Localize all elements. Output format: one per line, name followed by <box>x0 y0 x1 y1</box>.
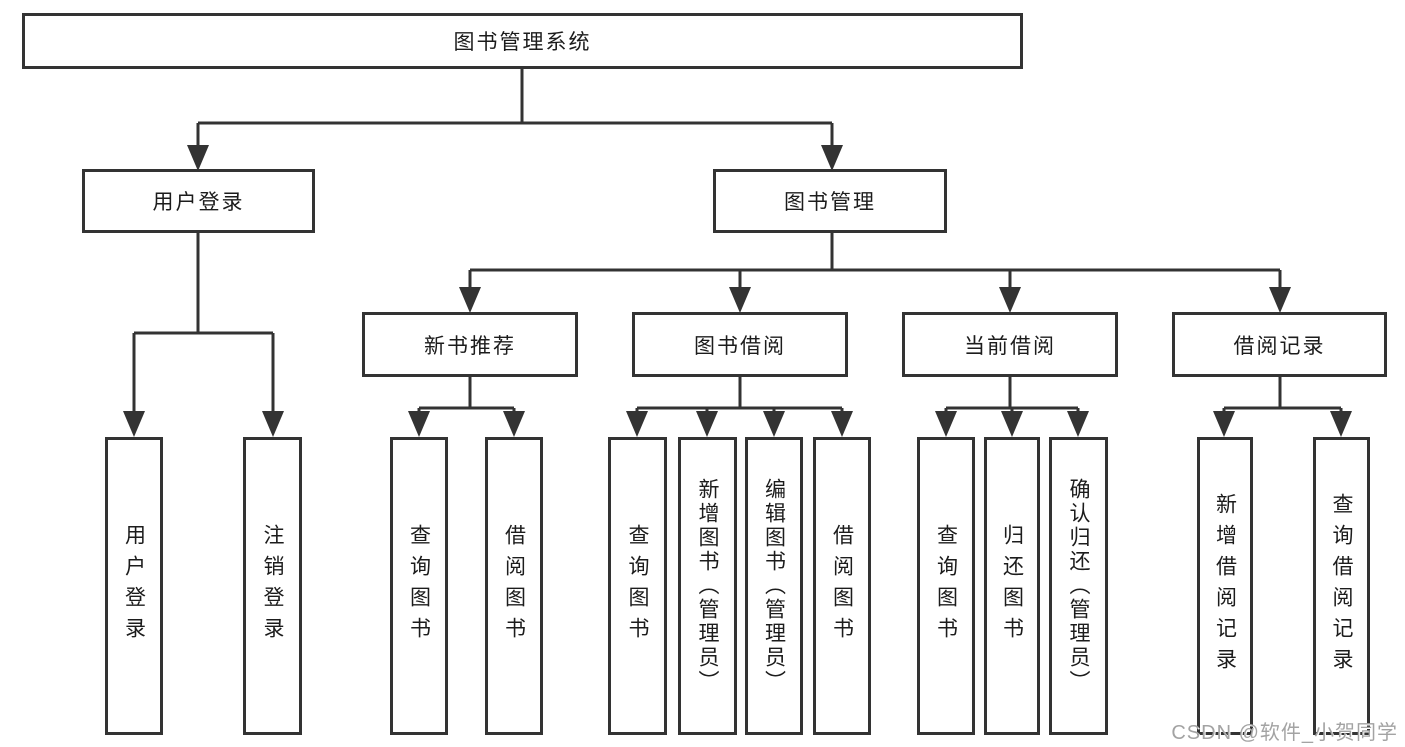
node-label: 查询图书 <box>407 524 431 648</box>
node-label: 新增图书（管理员） <box>696 478 719 694</box>
node-label: 图书借阅 <box>694 334 786 358</box>
node-book-borrowing: 图书借阅 <box>632 312 848 377</box>
leaf-br-query-record: 查询借阅记录 <box>1313 437 1370 735</box>
connector-root-to-level2 <box>196 69 834 150</box>
node-label: 图书管理系统 <box>453 31 592 54</box>
csdn-watermark: CSDN @软件_小贺同学 <box>1171 722 1398 744</box>
connector-new-book-recommend-group <box>417 377 516 416</box>
leaf-cb-return-books: 归还图书 <box>984 437 1040 735</box>
node-label: 借阅记录 <box>1233 334 1326 358</box>
node-label: 用户登录 <box>122 524 146 648</box>
node-borrowing-records: 借阅记录 <box>1172 312 1387 377</box>
node-book-management: 图书管理 <box>713 169 947 233</box>
node-book-management-system: 图书管理系统 <box>22 13 1023 69</box>
leaf-bb-borrow-books: 借阅图书 <box>813 437 871 735</box>
node-current-borrowing: 当前借阅 <box>902 312 1118 377</box>
leaf-bb-query-books: 查询图书 <box>608 437 667 735</box>
leaf-logout: 注销登录 <box>243 437 302 735</box>
node-label: 借阅图书 <box>830 524 854 648</box>
connector-user-login-group <box>132 233 275 416</box>
leaf-user-login: 用户登录 <box>105 437 163 735</box>
leaf-nbr-borrow-books: 借阅图书 <box>485 437 543 735</box>
node-label: 图书管理 <box>784 191 876 214</box>
leaf-nbr-query-books: 查询图书 <box>390 437 448 735</box>
leaf-bb-edit-books-admin: 编辑图书（管理员） <box>745 437 803 735</box>
node-label: 新书推荐 <box>424 334 516 358</box>
connector-book-management-group <box>468 233 1282 291</box>
node-label: 注销登录 <box>261 524 284 648</box>
connector-book-borrowing-group <box>635 377 844 416</box>
leaf-cb-confirm-return-admin: 确认归还（管理员） <box>1049 437 1108 735</box>
node-label: 新增借阅记录 <box>1213 493 1237 679</box>
node-label: 查询图书 <box>626 524 649 648</box>
leaf-br-add-record: 新增借阅记录 <box>1197 437 1253 735</box>
node-label: 查询图书 <box>934 524 958 648</box>
node-label: 确认归还（管理员） <box>1067 478 1090 694</box>
connector-borrowing-records-group <box>1222 377 1343 416</box>
node-label: 当前借阅 <box>964 334 1056 358</box>
connector-current-borrowing-group <box>944 377 1080 416</box>
node-label: 借阅图书 <box>502 524 526 648</box>
node-label: 用户登录 <box>152 191 245 214</box>
leaf-cb-query-books: 查询图书 <box>917 437 975 735</box>
node-user-login: 用户登录 <box>82 169 315 233</box>
node-label: 归还图书 <box>1000 524 1024 648</box>
leaf-bb-add-books-admin: 新增图书（管理员） <box>678 437 737 735</box>
node-label: 编辑图书（管理员） <box>762 478 786 694</box>
node-new-book-recommend: 新书推荐 <box>362 312 578 377</box>
arrowheads <box>123 145 1352 437</box>
node-label: 查询借阅记录 <box>1330 493 1353 679</box>
